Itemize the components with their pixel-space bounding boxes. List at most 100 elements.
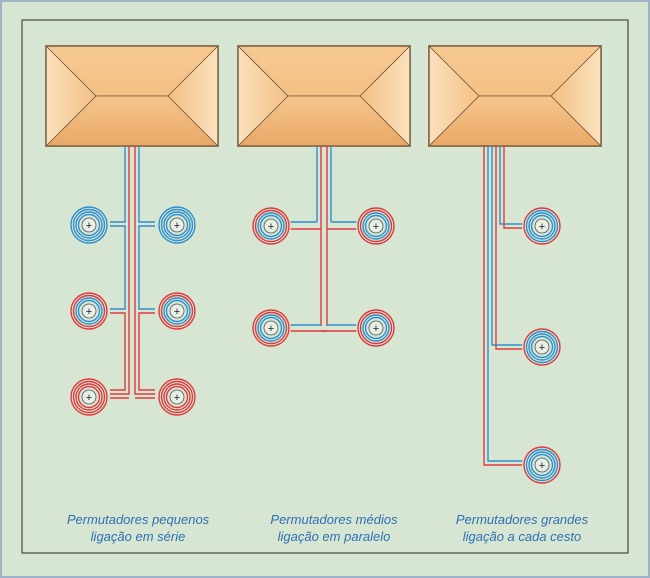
coil-ring: [523, 446, 561, 484]
coil-center: [263, 218, 279, 234]
coil-ring: [528, 333, 556, 361]
pipe-each-cold-top: [499, 146, 523, 225]
tanks-group: [45, 45, 602, 147]
coil-center-symbol: +: [539, 342, 545, 354]
coil-center-symbol: +: [373, 221, 379, 233]
pipe-series-hot-left-mid: [110, 312, 126, 391]
heat-exchanger-coil-icon-7: +: [251, 206, 291, 246]
pipe-series-hot-right: [134, 146, 155, 395]
heat-exchanger-coil-icon-8: +: [356, 206, 396, 246]
coil-ring: [70, 378, 108, 416]
pipe-series-cold-left-top: [110, 146, 126, 223]
coil-center-symbol: +: [174, 220, 180, 232]
pipe-each-cold-bottom: [487, 146, 523, 462]
coil-ring: [160, 294, 194, 328]
coil-center-symbol: +: [539, 460, 545, 472]
coil-center: [368, 320, 384, 336]
coil-center: [263, 320, 279, 336]
coil-ring: [523, 207, 561, 245]
caption-medium: Permutadores médios ligação em paralelo: [234, 511, 434, 545]
coil-ring: [357, 309, 395, 347]
heat-exchanger-coil-icon-11: +: [522, 206, 562, 246]
heat-exchanger-coil-icon-1: +: [69, 205, 109, 245]
pipe-each-cold-mid: [491, 146, 523, 346]
tank-2: [237, 45, 411, 147]
heat-exchanger-coil-icon-13: +: [522, 445, 562, 485]
coil-ring: [163, 211, 191, 239]
coil-ring: [259, 316, 283, 340]
coil-ring: [72, 208, 106, 242]
coil-ring: [530, 335, 554, 359]
coil-center: [81, 389, 97, 405]
coil-ring: [163, 297, 191, 325]
coil-center-symbol: +: [86, 220, 92, 232]
coil-ring: [163, 383, 191, 411]
coil-ring: [75, 211, 103, 239]
caption-small-line1: Permutadores pequenos: [66, 512, 210, 527]
coil-ring: [160, 380, 194, 414]
coil-ring: [75, 383, 103, 411]
coil-ring: [357, 207, 395, 245]
coil-ring: [359, 311, 393, 345]
coil-center: [534, 339, 550, 355]
coil-center-symbol: +: [373, 323, 379, 335]
caption-medium-line2: ligação em paralelo: [277, 529, 391, 544]
coils-group: +++++++++++++: [69, 205, 562, 485]
heat-exchanger-coil-icon-10: +: [356, 308, 396, 348]
coil-ring: [257, 314, 285, 342]
coil-center: [534, 457, 550, 473]
coil-ring: [359, 209, 393, 243]
heat-exchanger-coil-icon-2: +: [157, 205, 197, 245]
coil-ring: [525, 330, 559, 364]
coil-ring: [165, 385, 189, 409]
pipe-series-cold-right-mid: [138, 225, 155, 310]
coil-ring: [362, 212, 390, 240]
heat-exchanger-coil-icon-12: +: [522, 327, 562, 367]
coil-ring: [77, 299, 101, 323]
tank-outline: [237, 45, 411, 147]
caption-large: Permutadores grandes ligação a cada cest…: [422, 511, 622, 545]
coil-center: [169, 303, 185, 319]
coil-ring: [523, 328, 561, 366]
heat-exchanger-coil-icon-5: +: [69, 377, 109, 417]
coil-ring: [158, 206, 196, 244]
coil-ring: [72, 380, 106, 414]
coil-ring: [254, 311, 288, 345]
coil-ring: [528, 451, 556, 479]
pipe-series-cold-left-mid: [110, 225, 126, 310]
coil-ring: [257, 212, 285, 240]
caption-small-line2: ligação em série: [90, 529, 186, 544]
coil-center: [81, 217, 97, 233]
pipe-each-hot-bottom: [483, 146, 523, 466]
coil-ring: [72, 294, 106, 328]
coil-center: [368, 218, 384, 234]
pipes-group: [110, 146, 523, 466]
coil-ring: [70, 292, 108, 330]
coil-ring: [165, 213, 189, 237]
caption-large-line2: ligação a cada cesto: [462, 529, 582, 544]
coil-ring: [525, 448, 559, 482]
coil-ring: [158, 378, 196, 416]
pipe-each-hot-mid: [495, 146, 523, 350]
pipe-each-hot-top: [503, 146, 523, 229]
coil-ring: [77, 385, 101, 409]
coil-center-symbol: +: [539, 221, 545, 233]
coil-ring: [364, 214, 388, 238]
heat-exchanger-coil-icon-6: +: [157, 377, 197, 417]
coil-center: [169, 389, 185, 405]
coil-center: [81, 303, 97, 319]
tank-outline: [45, 45, 219, 147]
heat-exchanger-coil-icon-3: +: [69, 291, 109, 331]
coil-ring: [160, 208, 194, 242]
coil-ring: [77, 213, 101, 237]
tank-1: [45, 45, 219, 147]
pipe-series-hot-right-mid: [138, 312, 155, 391]
coil-ring: [252, 309, 290, 347]
coil-ring: [252, 207, 290, 245]
coil-ring: [530, 453, 554, 477]
coil-ring: [525, 209, 559, 243]
coil-ring: [259, 214, 283, 238]
tank-3: [428, 45, 602, 147]
heat-exchanger-coil-icon-4: +: [157, 291, 197, 331]
